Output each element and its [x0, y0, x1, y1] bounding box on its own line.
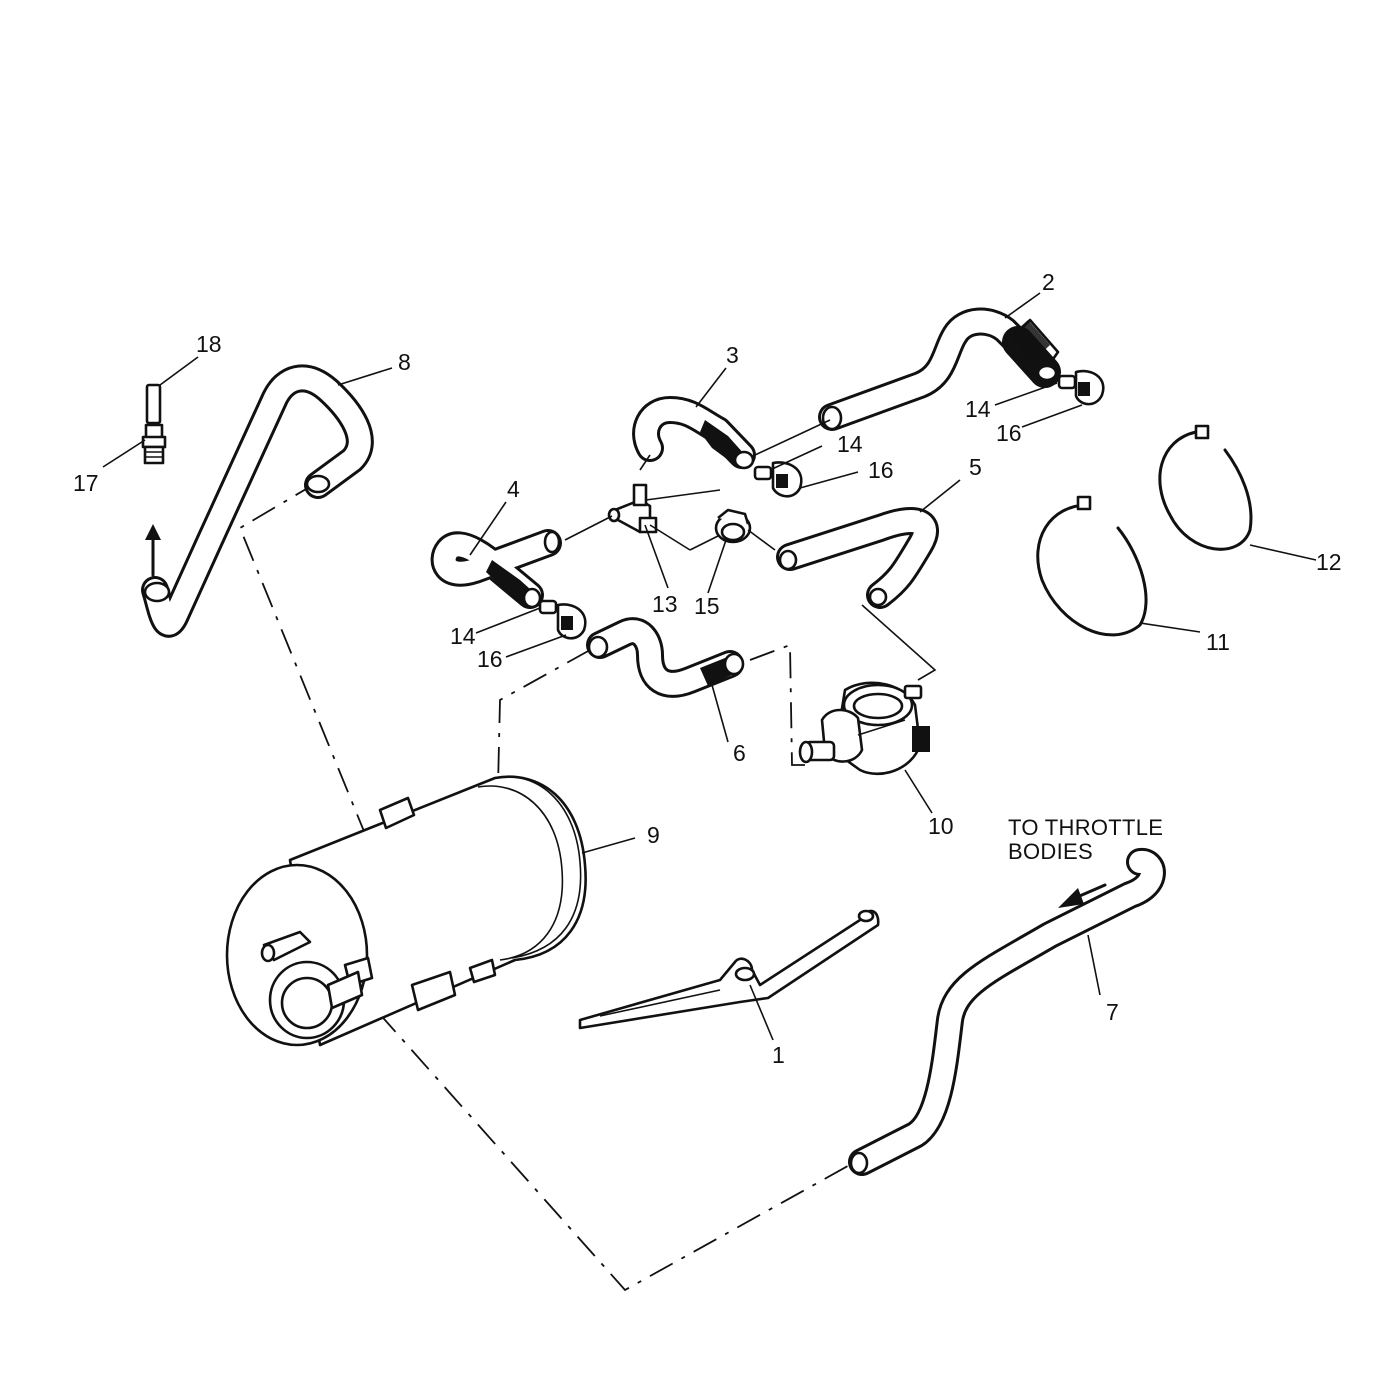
bracket-1	[578, 909, 880, 1030]
callout-14-right: 14	[965, 396, 991, 422]
clamp-12	[1158, 424, 1253, 551]
clamp-15	[714, 508, 776, 551]
tee-connector-13	[564, 483, 721, 551]
hose-2	[818, 307, 1061, 431]
callout-2: 2	[1042, 269, 1055, 295]
callout-3: 3	[726, 342, 739, 368]
callout-14-mid: 14	[837, 431, 863, 457]
note-line-1: TO THROTTLE	[1008, 815, 1163, 840]
canister-9	[225, 775, 587, 1047]
up-arrow-icon	[145, 524, 161, 577]
hose-5	[776, 507, 939, 681]
callout-12: 12	[1316, 549, 1342, 575]
throttle-note: TO THROTTLE BODIES	[1008, 815, 1163, 864]
callout-8: 8	[398, 349, 411, 375]
callout-6: 6	[733, 740, 746, 766]
clamp-16-right	[1074, 369, 1105, 406]
callout-15: 15	[694, 593, 720, 619]
callout-16-mid: 16	[868, 457, 894, 483]
callout-7: 7	[1106, 999, 1119, 1025]
callouts: 1 2 3 4 5 6 7 8 9 10 11 12 13 14 14 14 1…	[73, 269, 1342, 1068]
callout-11: 11	[1206, 629, 1230, 655]
callout-9: 9	[647, 822, 660, 848]
tube-18	[145, 383, 162, 425]
clamp-16-left	[556, 603, 587, 640]
callout-4: 4	[507, 476, 520, 502]
callout-1: 1	[772, 1042, 785, 1068]
leader-lines	[102, 292, 1317, 1041]
hose-3	[632, 396, 831, 471]
hose-8	[141, 364, 374, 638]
direction-arrow-icon	[1058, 883, 1107, 908]
callout-18: 18	[196, 331, 222, 357]
hose-7	[848, 848, 1166, 1176]
callout-14-left: 14	[450, 623, 476, 649]
clamp-16-mid	[771, 461, 803, 498]
fitting-14-mid	[753, 465, 773, 481]
purge-valve-10	[798, 681, 930, 776]
connector-17	[141, 423, 167, 465]
callout-16-left: 16	[477, 646, 503, 672]
callout-5: 5	[969, 454, 982, 480]
fitting-14-right	[1057, 374, 1077, 390]
callout-13: 13	[652, 591, 678, 617]
clamp-11	[1036, 495, 1148, 637]
fitting-14-left	[538, 599, 558, 615]
callout-16-right: 16	[996, 420, 1022, 446]
callout-17: 17	[73, 470, 99, 496]
callout-10: 10	[928, 813, 954, 839]
note-line-2: BODIES	[1008, 839, 1093, 864]
hose-4	[430, 529, 562, 609]
hose-6	[586, 617, 745, 698]
